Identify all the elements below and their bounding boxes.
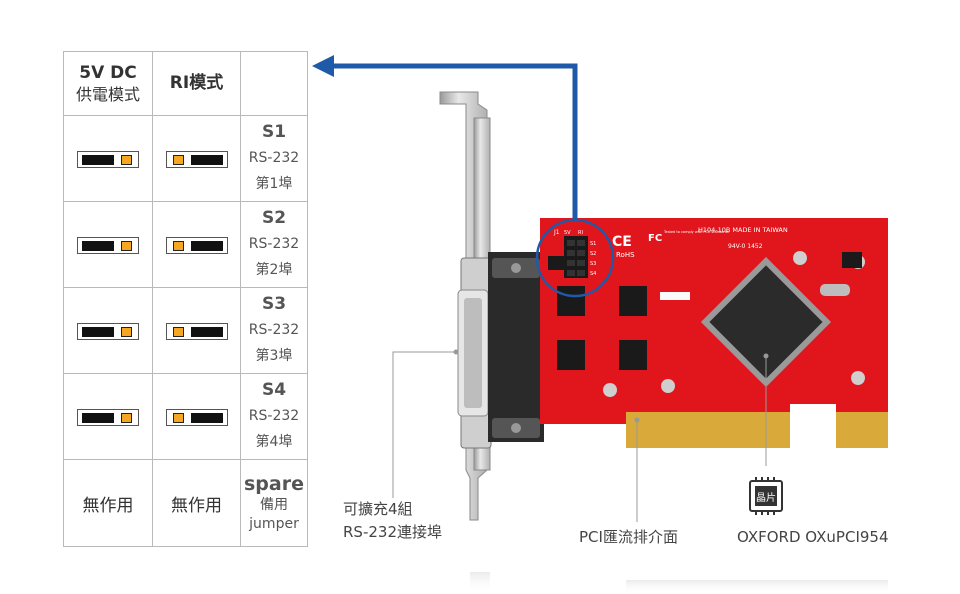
- port-proto: RS-232: [248, 322, 300, 338]
- header-5v-dc-line1: 5V DC: [79, 62, 137, 83]
- leader-lines: [392, 349, 769, 522]
- jumper-header: [564, 236, 588, 278]
- jumper-right-icon: [165, 151, 228, 168]
- silkscreen: H104-10B MADE IN TAIWAN CE FC Tested to …: [553, 226, 788, 277]
- spare-line2: 備用: [260, 497, 288, 513]
- silk-s1: S1: [590, 241, 596, 247]
- oxford-chip: [603, 251, 865, 397]
- port-proto: RS-232: [248, 408, 300, 424]
- arrow-left-icon: [312, 55, 334, 77]
- silk-fc-note: Tested to comply with FCC standards: [663, 230, 729, 234]
- silk-ri: RI: [578, 230, 583, 236]
- port-cell-s3: S3 RS-232 第3埠: [240, 287, 308, 374]
- jumper-left-icon: [77, 409, 139, 426]
- jumper-ri-s1: [152, 115, 241, 202]
- jumper-ri-s4: [152, 373, 241, 460]
- port-cell-s4: S4 RS-232 第4埠: [240, 373, 308, 460]
- jumper-5v-s2: [63, 201, 153, 288]
- port-number: 第3埠: [255, 348, 293, 364]
- jumper-5v-s4: [63, 373, 153, 460]
- silk-model: H104-10B MADE IN TAIWAN: [698, 226, 788, 234]
- jumper-ri-s2: [152, 201, 241, 288]
- db-connector: [457, 252, 544, 449]
- table-row-s3: S3 RS-232 第3埠: [63, 287, 308, 374]
- table-row-s2: S2 RS-232 第2埠: [63, 201, 308, 288]
- port-cell-s1: S1 RS-232 第1埠: [240, 115, 308, 202]
- port-id: S4: [261, 380, 287, 400]
- spare-5v-text: 無作用: [82, 495, 134, 516]
- chip-label: OXFORD OXuPCI954: [737, 528, 889, 546]
- spare-ri-text: 無作用: [171, 495, 222, 516]
- header-ri-mode: RI模式: [152, 51, 241, 116]
- port-cell-s2: S2 RS-232 第2埠: [240, 201, 308, 288]
- jumper-right-icon: [165, 323, 228, 340]
- silk-s2: S2: [590, 251, 596, 257]
- table-row-s1: S1 RS-232 第1埠: [63, 115, 308, 202]
- jumper-5v-s1: [63, 115, 153, 202]
- jumper-left-icon: [77, 151, 139, 168]
- jumper-left-icon: [77, 323, 139, 340]
- chip-icon: 晶片: [749, 477, 783, 515]
- port-number: 第2埠: [255, 262, 293, 278]
- silk-5v: 5V: [564, 230, 571, 236]
- header-5v-dc: 5V DC 供電模式: [63, 51, 153, 116]
- silk-s3: S3: [590, 261, 596, 267]
- silk-fc: FC: [648, 233, 662, 244]
- port-proto: RS-232: [248, 236, 300, 252]
- jumper-right-icon: [165, 237, 228, 254]
- jumper-5v-s3: [63, 287, 153, 374]
- serial-driver-ics: [548, 256, 690, 370]
- chip-icon-text: 晶片: [756, 491, 776, 504]
- jumper-right-icon: [165, 409, 228, 426]
- header-empty: [240, 51, 308, 116]
- spare-5v-cell: 無作用: [63, 459, 153, 547]
- silk-date: 94V-0 1452: [728, 243, 763, 250]
- silk-j1: J1: [553, 229, 560, 236]
- jumper-table: 5V DC 供電模式 RI模式 S1 RS-232 第1埠 S2 RS-232 …: [63, 51, 308, 547]
- header-5v-dc-line2: 供電模式: [75, 84, 140, 104]
- ports-label-line2: RS-232連接埠: [343, 523, 442, 541]
- silk-s4: S4: [590, 271, 596, 277]
- spare-cell: spare 備用 jumper: [240, 459, 308, 547]
- port-id: S2: [261, 208, 287, 228]
- silk-rohs: RoHS: [616, 251, 635, 259]
- ports-label-line1: 可擴充4組: [343, 500, 413, 518]
- header-ri-mode-label: RI模式: [169, 73, 224, 93]
- port-number: 第1埠: [255, 176, 293, 192]
- pci-label: PCI匯流排介面: [579, 528, 678, 546]
- spare-title: spare: [244, 473, 304, 495]
- table-header-row: 5V DC 供電模式 RI模式: [63, 51, 308, 116]
- jumper-callout: [312, 55, 615, 298]
- port-number: 第4埠: [255, 434, 293, 450]
- port-id: S1: [261, 122, 287, 142]
- port-proto: RS-232: [248, 150, 300, 166]
- table-row-spare: 無作用 無作用 spare 備用 jumper: [63, 459, 308, 547]
- jumper-left-icon: [77, 237, 139, 254]
- spare-line3: jumper: [249, 516, 299, 532]
- port-id: S3: [261, 294, 287, 314]
- jumper-ri-s3: [152, 287, 241, 374]
- silk-ce: CE: [612, 234, 632, 250]
- table-row-s4: S4 RS-232 第4埠: [63, 373, 308, 460]
- spare-ri-cell: 無作用: [152, 459, 241, 547]
